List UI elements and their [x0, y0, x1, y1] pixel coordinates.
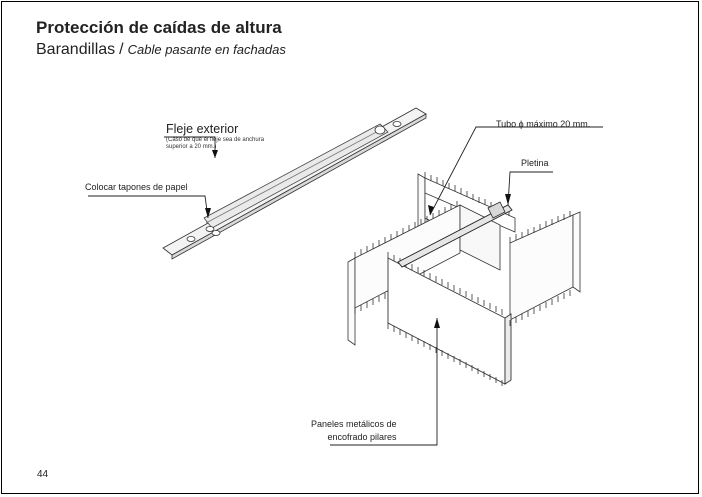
page-title: Protección de caídas de altura: [36, 18, 282, 37]
page-number: 44: [37, 469, 49, 480]
page-subtitle: Barandillas/Cable pasante en fachadas: [36, 41, 286, 59]
label-tubo: Tubo ϕ máximo 20 mm.: [496, 119, 591, 129]
fleje-note-line-2: superior a 20 mm.): [166, 144, 217, 150]
paneles-line-1: Paneles metálicos de: [311, 419, 397, 429]
panel-right: [509, 211, 581, 321]
label-tapones: Colocar tapones de papel: [85, 182, 188, 192]
leader-arrowheads: [205, 150, 511, 328]
subtitle-separator: /: [119, 41, 124, 58]
paneles-line-2: encofrado pilares: [327, 432, 397, 442]
fleje-holes: [186, 121, 402, 242]
label-fleje-note: (Caso de que el fleje sea de anchura sup…: [166, 137, 264, 151]
pletina: [487, 201, 506, 219]
subtitle-main: Barandillas: [36, 41, 116, 58]
fleje-tube: [203, 123, 389, 229]
subtitle-italic: Cable pasante en fachadas: [127, 42, 286, 57]
fleje-note-line-1: (Caso de que el fleje sea de anchura: [166, 137, 265, 143]
tubo: [397, 204, 513, 268]
label-pletina: Pletina: [521, 158, 549, 168]
label-paneles: Paneles metálicos de encofrado pilares: [311, 418, 397, 444]
label-fleje-exterior: Fleje exterior: [166, 122, 239, 136]
panel-front: [387, 257, 512, 385]
panel-left: [347, 204, 461, 346]
